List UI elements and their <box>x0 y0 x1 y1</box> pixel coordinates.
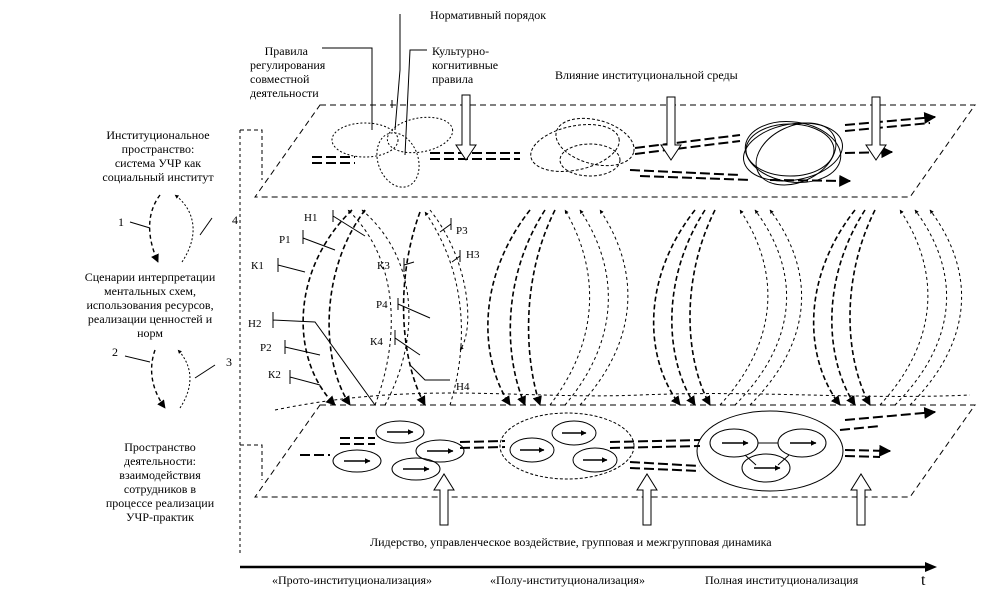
label-normative-order: Нормативный порядок <box>430 8 547 22</box>
interaction-curve <box>274 392 971 411</box>
time-axis-label: t <box>921 572 926 589</box>
marker-h3: Н3 <box>466 249 480 261</box>
marker-h4: Н4 <box>456 381 470 393</box>
stage-full: Полная институционализация <box>705 573 859 587</box>
institutional-flow-arrows <box>312 111 937 187</box>
activity-groups <box>332 410 844 492</box>
marker-h1: Н1 <box>304 212 318 224</box>
activity-flow-arrows <box>300 406 937 472</box>
activity-group-arrows <box>344 429 817 472</box>
leader-lines <box>322 14 427 156</box>
label-activity-space: Пространство деятельности: взаимодействи… <box>105 440 215 524</box>
marker-p4: Р4 <box>376 299 388 311</box>
label-institutional-environment: Влияние институциональной среды <box>555 68 738 82</box>
left-cycles <box>124 194 216 409</box>
cycle-number-1: 1 <box>118 215 124 229</box>
cycle-number-2: 2 <box>112 345 118 359</box>
marker-p1: Р1 <box>279 234 291 246</box>
marker-h2: Н2 <box>248 318 262 330</box>
cycle-number-3: 3 <box>226 355 232 369</box>
time-axis <box>240 562 937 572</box>
marker-p3: Р3 <box>456 225 468 237</box>
interpretation-arcs <box>302 209 963 406</box>
marker-k4: К4 <box>370 336 383 348</box>
label-leadership: Лидерство, управленческое воздействие, г… <box>370 535 772 549</box>
activity-plane <box>240 404 976 498</box>
label-rules-joint-activity: Правила регулирования совместной деятель… <box>250 44 326 100</box>
rule-ellipses-stage1 <box>331 116 454 188</box>
marker-p2: Р2 <box>260 342 272 354</box>
stage-proto: «Прото-институционализация» <box>272 573 433 587</box>
rule-ellipses-stage2 <box>530 117 635 177</box>
cycle-number-4: 4 <box>232 213 238 227</box>
marker-k1: К1 <box>251 260 264 272</box>
marker-k2: К2 <box>268 369 281 381</box>
leadership-arrows <box>433 473 872 526</box>
rule-ellipses-stage3 <box>743 121 843 186</box>
stage-semi: «Полу-институционализация» <box>490 573 645 587</box>
institutional-plane <box>240 104 976 198</box>
marker-lines <box>272 210 461 406</box>
marker-k3: К3 <box>377 260 390 272</box>
environment-influence-arrows <box>455 94 887 161</box>
label-institutional-space: Институциональное пространство: система … <box>102 128 214 184</box>
label-cultural-cognitive-rules: Культурно- когнитивные правила <box>432 44 499 86</box>
label-interpretation-scenarios: Сценарии интерпретации ментальных схем, … <box>84 270 216 340</box>
